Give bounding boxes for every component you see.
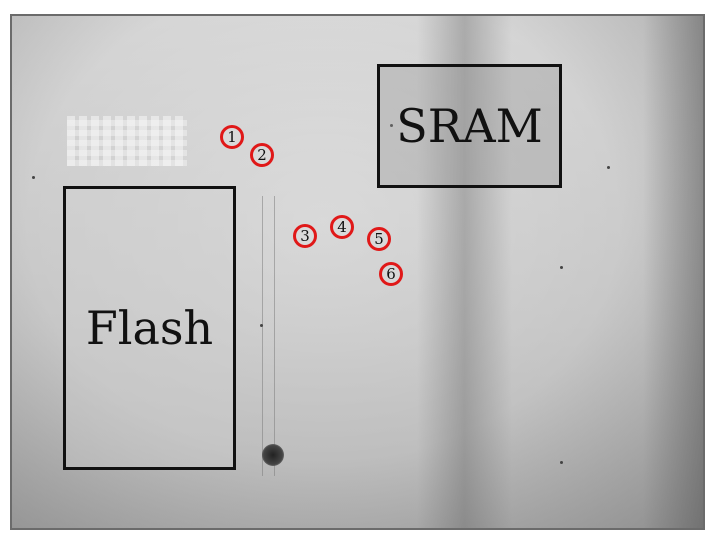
marker-label: 1	[227, 128, 237, 146]
flash-label: Flash	[85, 301, 214, 355]
marker-3: 3	[293, 224, 317, 248]
marker-6: 6	[379, 262, 403, 286]
marker-label: 4	[337, 218, 347, 236]
marker-label: 2	[257, 146, 267, 164]
image-vignette	[12, 16, 703, 528]
marker-2: 2	[250, 143, 274, 167]
marker-4: 4	[330, 215, 354, 239]
marker-label: 6	[386, 265, 396, 283]
speck	[560, 461, 563, 464]
dark-vertical-band	[417, 16, 512, 528]
vertical-trace	[274, 196, 275, 476]
die-xray-image: Flash SRAM 1 2 3 4 5 6	[10, 14, 705, 530]
dark-via-blob	[262, 444, 284, 466]
speck	[32, 176, 35, 179]
right-edge-shadow	[643, 16, 703, 528]
cell-grid-pattern	[67, 116, 187, 166]
vertical-trace	[262, 196, 263, 476]
marker-label: 3	[300, 227, 310, 245]
sram-region-box: SRAM	[377, 64, 562, 188]
speck	[607, 166, 610, 169]
sram-label: SRAM	[396, 99, 543, 153]
marker-1: 1	[220, 125, 244, 149]
marker-label: 5	[374, 230, 384, 248]
speck	[390, 124, 393, 127]
speck	[260, 324, 263, 327]
flash-region-box: Flash	[63, 186, 236, 470]
marker-5: 5	[367, 227, 391, 251]
speck	[560, 266, 563, 269]
